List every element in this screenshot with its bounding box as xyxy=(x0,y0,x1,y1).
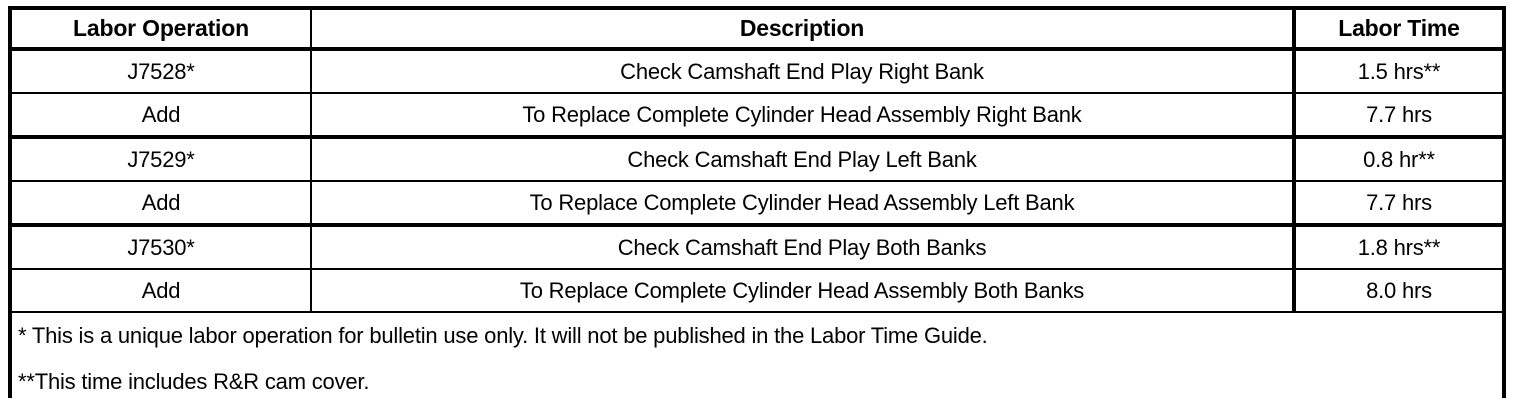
column-header-description: Description xyxy=(311,10,1296,51)
cell-labor-time: 1.5 hrs** xyxy=(1294,49,1502,94)
table-header-row: Labor Operation Description Labor Time xyxy=(12,10,1502,51)
cell-description: Check Camshaft End Play Right Bank xyxy=(311,49,1296,94)
cell-description: Check Camshaft End Play Both Banks xyxy=(311,225,1296,270)
cell-labor-operation: Add xyxy=(12,181,312,227)
cell-labor-time: 8.0 hrs xyxy=(1294,269,1502,313)
cell-labor-operation: J7530* xyxy=(12,225,312,270)
table-row: Add To Replace Complete Cylinder Head As… xyxy=(12,181,1502,227)
cell-labor-operation: J7528* xyxy=(12,49,312,94)
footnote-cell: * This is a unique labor operation for b… xyxy=(12,312,1502,403)
table-row: J7528* Check Camshaft End Play Right Ban… xyxy=(12,49,1502,94)
cell-labor-time: 7.7 hrs xyxy=(1294,181,1502,227)
cell-labor-time: 7.7 hrs xyxy=(1294,93,1502,139)
table-footnote-row: * This is a unique labor operation for b… xyxy=(12,312,1502,403)
cell-labor-operation: Add xyxy=(12,269,312,313)
column-header-labor-operation: Labor Operation xyxy=(12,10,312,51)
table-row: J7529* Check Camshaft End Play Left Bank… xyxy=(12,137,1502,182)
table-row: J7530* Check Camshaft End Play Both Bank… xyxy=(12,225,1502,270)
footnote-double-asterisk: **This time includes R&R cam cover. xyxy=(18,369,370,394)
cell-description: To Replace Complete Cylinder Head Assemb… xyxy=(311,93,1296,139)
cell-labor-time: 0.8 hr** xyxy=(1294,137,1502,182)
table-row: Add To Replace Complete Cylinder Head As… xyxy=(12,269,1502,313)
column-header-labor-time: Labor Time xyxy=(1294,10,1502,51)
cell-description: To Replace Complete Cylinder Head Assemb… xyxy=(311,181,1296,227)
footnote-single-asterisk: * This is a unique labor operation for b… xyxy=(18,323,988,348)
cell-description: To Replace Complete Cylinder Head Assemb… xyxy=(311,269,1296,313)
cell-labor-time: 1.8 hrs** xyxy=(1294,225,1502,270)
cell-labor-operation: Add xyxy=(12,93,312,139)
footnote-spacer xyxy=(18,349,1502,369)
labor-operation-table-container: Labor Operation Description Labor Time J… xyxy=(8,6,1506,403)
labor-operation-table: Labor Operation Description Labor Time J… xyxy=(12,10,1502,403)
cell-description: Check Camshaft End Play Left Bank xyxy=(311,137,1296,182)
cell-labor-operation: J7529* xyxy=(12,137,312,182)
table-row: Add To Replace Complete Cylinder Head As… xyxy=(12,93,1502,139)
